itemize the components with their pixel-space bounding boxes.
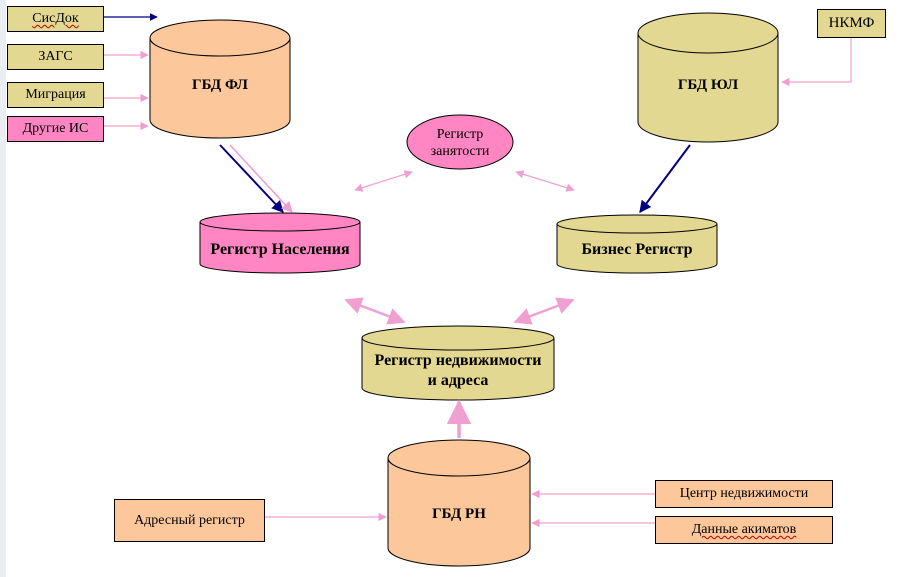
- arrow-gbd-fl-population-pink: [229, 144, 293, 213]
- source-zags-label: ЗАГС: [38, 49, 73, 64]
- source-real-estate-center-box: Центр недвижимости: [655, 480, 833, 508]
- real-estate-registry-label: Регистр недвижимости и адреса: [358, 350, 558, 392]
- source-sysdok-box: СисДок: [7, 6, 104, 32]
- left-edge-strip: [0, 0, 6, 577]
- gbd-rn-cylinder: [387, 439, 531, 567]
- business-registry-cylinder: [556, 214, 718, 274]
- source-address-registry-box: Адресный регистр: [114, 499, 265, 542]
- real-estate-registry-line1: Регистр недвижимости: [374, 352, 542, 369]
- source-other-is-label: Другие ИС: [22, 121, 89, 136]
- business-registry-label: Бизнес Регистр: [581, 241, 693, 258]
- arrow-employment-population: [354, 170, 413, 192]
- source-zags-box: ЗАГС: [7, 44, 104, 70]
- source-sysdok-label: СисДок: [32, 11, 79, 26]
- gbd-fl-cylinder: [149, 19, 291, 139]
- source-akimat-data-box: Данные акиматов: [655, 516, 833, 544]
- source-migration-box: Миграция: [7, 82, 104, 108]
- arrow-population-real-estate: [344, 297, 406, 325]
- source-migration-label: Миграция: [25, 87, 86, 102]
- gbd-ul-cylinder: [637, 12, 779, 143]
- arrow-gbd-ul-business: [639, 144, 691, 213]
- source-real-estate-center-label: Центр недвижимости: [679, 486, 809, 501]
- employment-registry-line2: занятости: [430, 144, 490, 159]
- gbd-ul-label: ГБД ЮЛ: [677, 77, 739, 93]
- source-akimat-data-label: Данные акиматов: [691, 522, 797, 537]
- population-registry-cylinder: [199, 212, 361, 274]
- employment-registry-ellipse: [406, 114, 514, 170]
- source-nkmf-box: НКМФ: [817, 9, 886, 38]
- employment-registry-label: Регистр занятости: [407, 125, 513, 161]
- arrow-gbd-fl-population-navy: [219, 144, 284, 213]
- source-nkmf-label: НКМФ: [828, 15, 875, 31]
- source-address-registry-label: Адресный регистр: [134, 512, 245, 528]
- population-registry-label: Регистр Населения: [210, 241, 350, 258]
- arrow-nkmf-gbd-ul: [781, 38, 852, 87]
- real-estate-registry-cylinder: [361, 325, 555, 401]
- real-estate-registry-line2: и адреса: [427, 372, 489, 389]
- arrow-business-real-estate: [513, 297, 575, 325]
- gbd-rn-label: ГБД РН: [432, 506, 486, 522]
- source-other-is-box: Другие ИС: [7, 116, 104, 142]
- employment-registry-line1: Регистр: [436, 127, 484, 142]
- arrow-employment-business: [515, 170, 575, 192]
- gbd-fl-label: ГБД ФЛ: [192, 77, 248, 93]
